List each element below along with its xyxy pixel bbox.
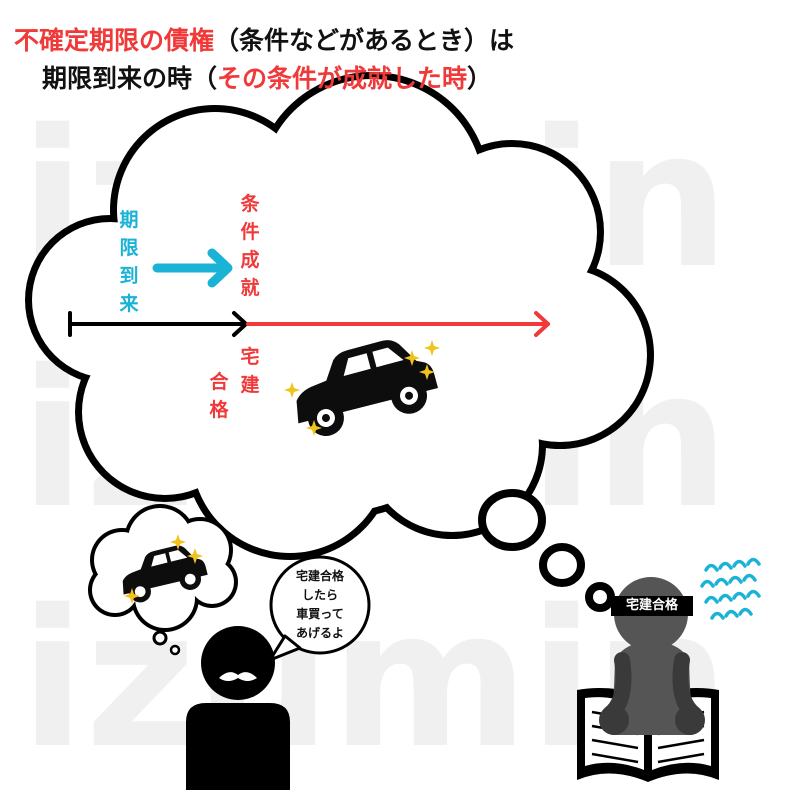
person-mustache-icon [186,626,290,790]
speech-bubble [268,555,371,662]
speech-bubble-text: 宅建合格 したら 車買って あげるよ [279,567,361,643]
headband [611,596,693,616]
label-jouken-jouju: 条件成就 [240,193,260,299]
effort-marks-icon [700,557,761,620]
thought-trail [478,489,615,612]
timeline-red-arrow [246,311,550,337]
title-black-text: （条件などがあるとき）は [214,26,515,55]
page-title-line-2: 期限到来の時（その条件が成就した時） [42,64,492,94]
label-kigen-torai: 期限到来 [119,209,139,315]
car-icon-small [122,545,208,603]
page-title-line-1: 不確定期限の債権（条件などがあるとき）は [14,26,514,56]
speech-line-2: したら [301,588,338,602]
car-icon [296,340,438,437]
speech-line-4: あげるよ [295,626,344,640]
label-goukaku: 合格 [209,371,229,421]
title-line2-red: その条件が成就した時 [217,64,468,93]
thought-cloud-large [25,72,654,560]
title-red-term: 不確定期限の債権 [14,26,215,55]
label-takken: 宅建 [240,346,260,396]
title-line2-black: 期限到来の時（ [42,64,218,93]
cyan-arrow-icon [152,248,233,288]
headband-text: 宅建合格 [625,598,678,613]
speech-line-3: 車買って [296,607,344,621]
mustache-icon [219,672,257,681]
speech-line-1: 宅建合格 [295,569,344,583]
title-line2-close: ） [467,64,493,93]
person-studying-icon [577,577,719,782]
